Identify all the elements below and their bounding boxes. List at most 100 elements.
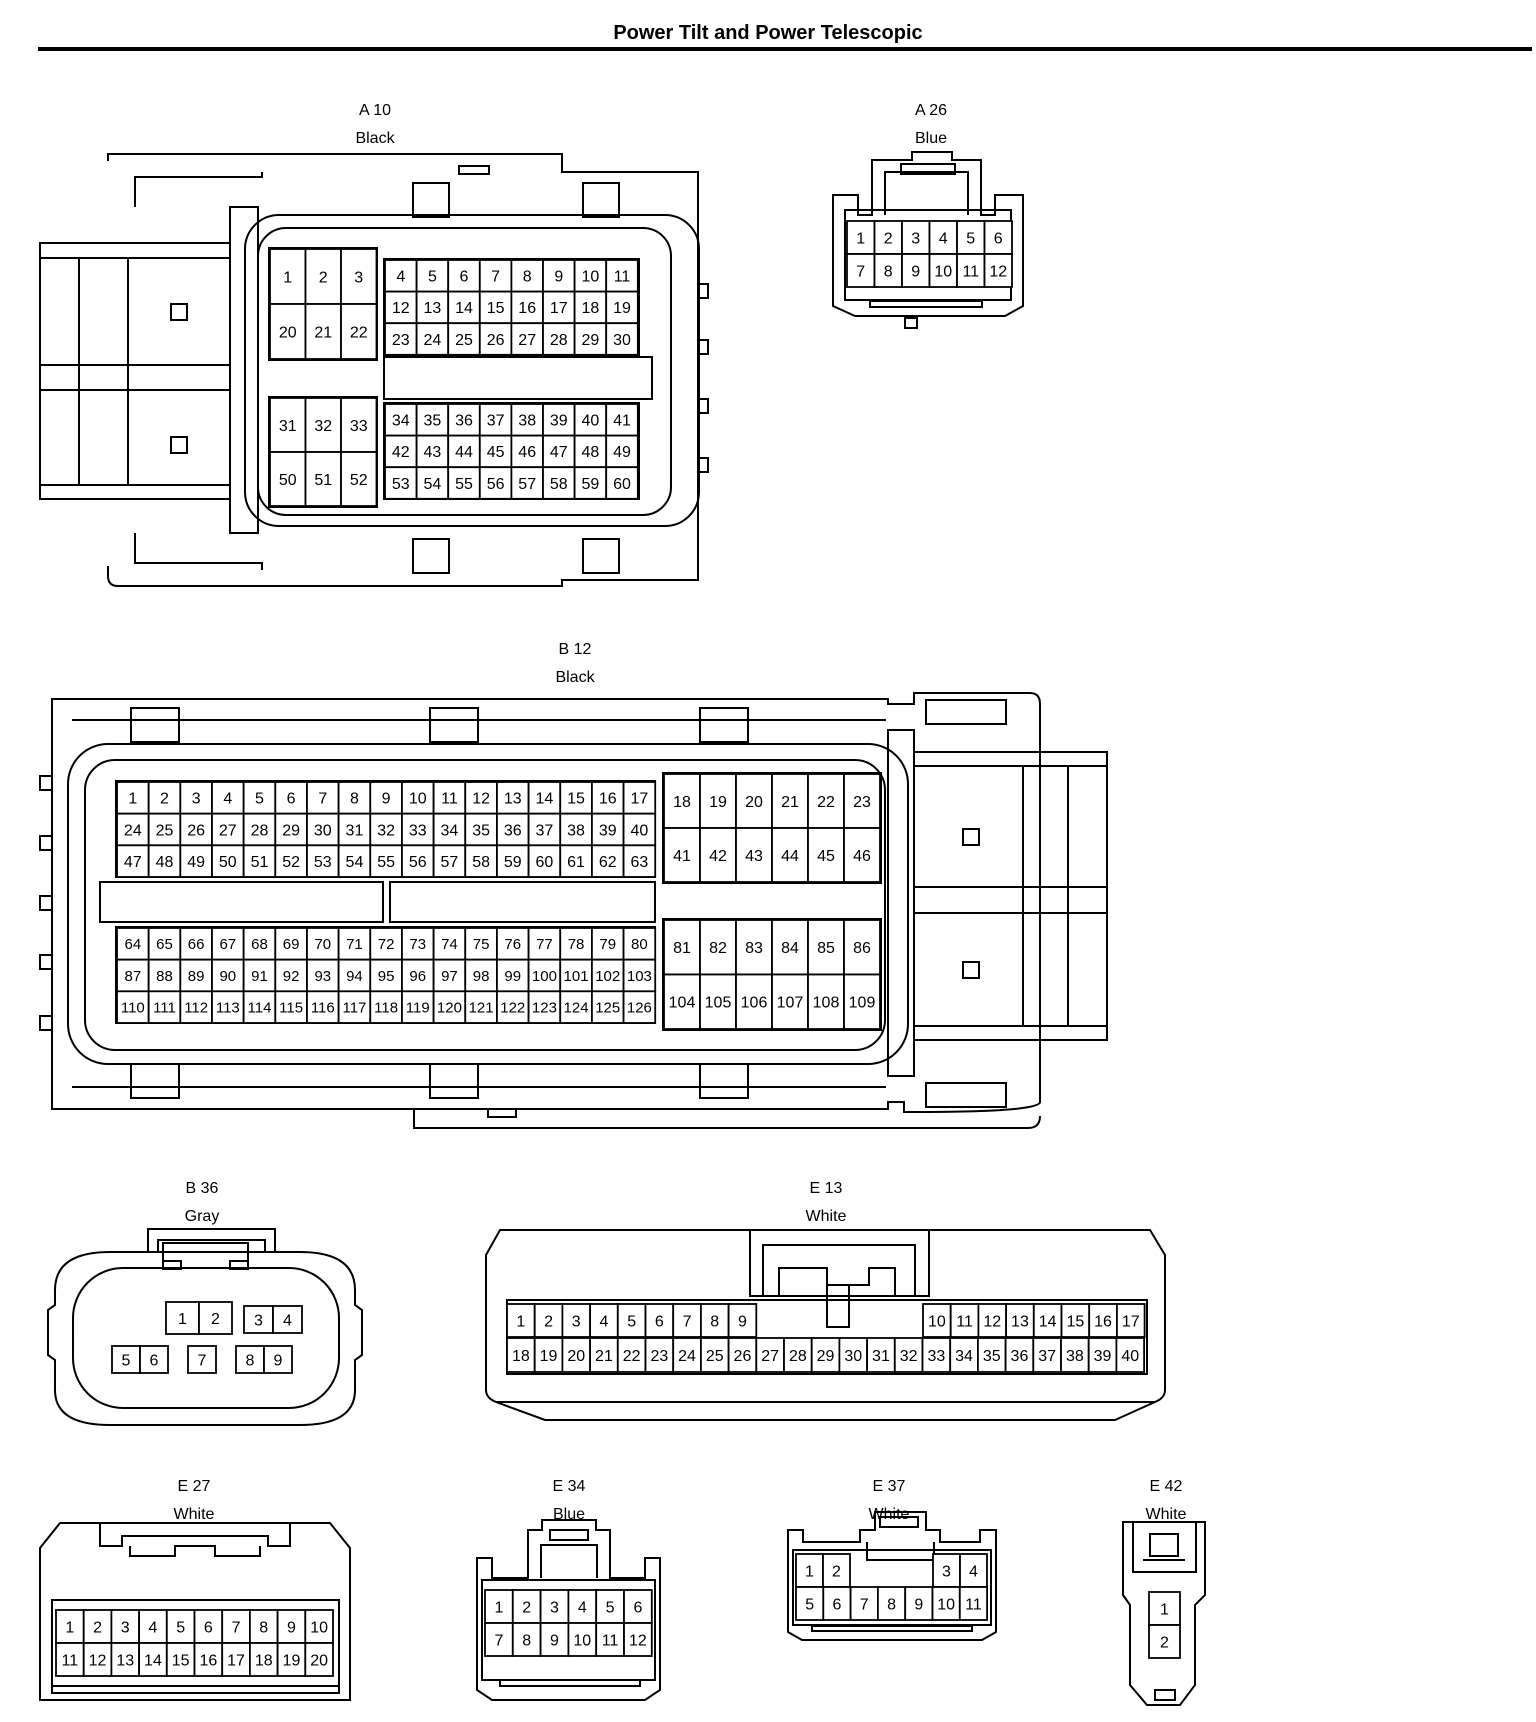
pin-cell xyxy=(904,1586,934,1621)
pin-label: 1 xyxy=(1160,1601,1169,1618)
pin-label: 18 xyxy=(673,794,691,811)
pin-label: 79 xyxy=(599,936,616,953)
pin-cell xyxy=(901,220,931,255)
pin-label: 66 xyxy=(188,936,205,953)
pin-label: 35 xyxy=(472,822,490,839)
pin-label: 9 xyxy=(554,269,563,286)
pin-label: 3 xyxy=(121,1619,130,1636)
pin-label: 5 xyxy=(255,791,264,808)
pin-label: 51 xyxy=(314,472,332,489)
pin-label: 56 xyxy=(409,854,427,871)
pin-cell xyxy=(340,303,378,360)
a10-housing-inner xyxy=(134,533,263,570)
pin-label: 26 xyxy=(187,822,205,839)
pin-label: 80 xyxy=(631,936,648,953)
pin-label: 24 xyxy=(678,1348,696,1365)
pin-cell xyxy=(663,827,701,883)
pin-label: 14 xyxy=(144,1652,162,1669)
pin-label: 4 xyxy=(939,230,948,247)
b12-face xyxy=(84,759,886,1051)
pin-label: 2 xyxy=(832,1563,841,1580)
pin-cell xyxy=(931,1586,961,1621)
a26-face xyxy=(844,209,1012,301)
pin-cell xyxy=(591,927,625,961)
pin-label: 59 xyxy=(504,854,522,871)
pin-label: 34 xyxy=(441,822,459,839)
pin-label: 2 xyxy=(160,791,169,808)
b12-tab xyxy=(130,707,180,743)
pin-label: 126 xyxy=(627,1000,652,1017)
pin-label: 45 xyxy=(817,848,835,865)
pin-label: 23 xyxy=(650,1348,668,1365)
b12-tab xyxy=(429,1063,479,1099)
pin-cell xyxy=(340,451,378,507)
e37-code: E 37 xyxy=(872,1478,906,1495)
b36-latch xyxy=(147,1228,276,1252)
pin-cell xyxy=(496,781,530,815)
a26-color: Blue xyxy=(914,130,948,147)
pin-label: 72 xyxy=(378,936,395,953)
pin-cell xyxy=(1116,1303,1146,1338)
pin-label: 77 xyxy=(536,936,553,953)
pin-label: 125 xyxy=(595,1000,620,1017)
pin-cell xyxy=(822,1586,852,1621)
b36-code: B 36 xyxy=(185,1180,219,1197)
b12-latch-bar xyxy=(913,886,1108,914)
pin-label: 86 xyxy=(853,940,871,957)
e37-housing xyxy=(787,1511,997,1641)
pin-label: 89 xyxy=(188,968,205,985)
pin-cell xyxy=(478,322,513,356)
pin-cell xyxy=(623,1589,653,1624)
pin-label: 24 xyxy=(424,332,442,349)
e34-color: Blue xyxy=(552,1506,586,1523)
pin-label: 15 xyxy=(172,1652,190,1669)
pin-cell xyxy=(807,827,845,883)
pin-cell xyxy=(211,927,245,961)
pin-cell xyxy=(644,1303,675,1338)
pin-label: 37 xyxy=(1038,1348,1056,1365)
pin-cell xyxy=(304,397,342,453)
pin-label: 20 xyxy=(310,1652,328,1669)
e42-key xyxy=(1154,1689,1176,1701)
pin-label: 20 xyxy=(279,324,297,341)
pin-label: 81 xyxy=(673,940,691,957)
pin-label: 4 xyxy=(396,269,405,286)
pin-cell xyxy=(573,403,608,437)
pin-label: 41 xyxy=(613,413,631,430)
pin-label: 52 xyxy=(282,854,300,871)
e42-code: E 42 xyxy=(1149,1478,1183,1495)
pin-cell xyxy=(1004,1337,1035,1373)
b12-separator xyxy=(389,881,656,923)
pin-label: 64 xyxy=(124,936,141,953)
a10-tab xyxy=(412,538,450,574)
pin-label: 9 xyxy=(287,1619,296,1636)
a10-notch xyxy=(697,339,709,355)
pin-cell xyxy=(1115,1337,1146,1373)
pin-label: 1 xyxy=(65,1619,74,1636)
pin-cell xyxy=(983,253,1013,288)
pin-label: 15 xyxy=(567,791,585,808)
pin-cell xyxy=(700,1337,730,1373)
pin-label: 117 xyxy=(342,1000,366,1017)
connector-e42: 12 xyxy=(1122,1521,1206,1706)
pin-label: 124 xyxy=(564,1000,589,1017)
pin-cell xyxy=(242,812,277,847)
pin-label: 26 xyxy=(734,1348,752,1365)
pin-cell xyxy=(274,927,308,961)
pin-cell xyxy=(958,1586,988,1621)
pin-cell xyxy=(605,403,639,437)
e13-latch-tab xyxy=(826,1284,850,1328)
pin-label: 100 xyxy=(532,968,557,985)
pin-cell xyxy=(478,466,513,500)
pin-label: 10 xyxy=(310,1619,328,1636)
pin-label: 115 xyxy=(279,1000,303,1017)
pin-cell xyxy=(622,927,657,961)
b12-frame xyxy=(67,743,909,1065)
pin-label: 114 xyxy=(248,1000,272,1017)
e34-rail xyxy=(499,1679,641,1687)
a10-housing-inner xyxy=(134,172,263,207)
pin-label: 13 xyxy=(504,791,522,808)
